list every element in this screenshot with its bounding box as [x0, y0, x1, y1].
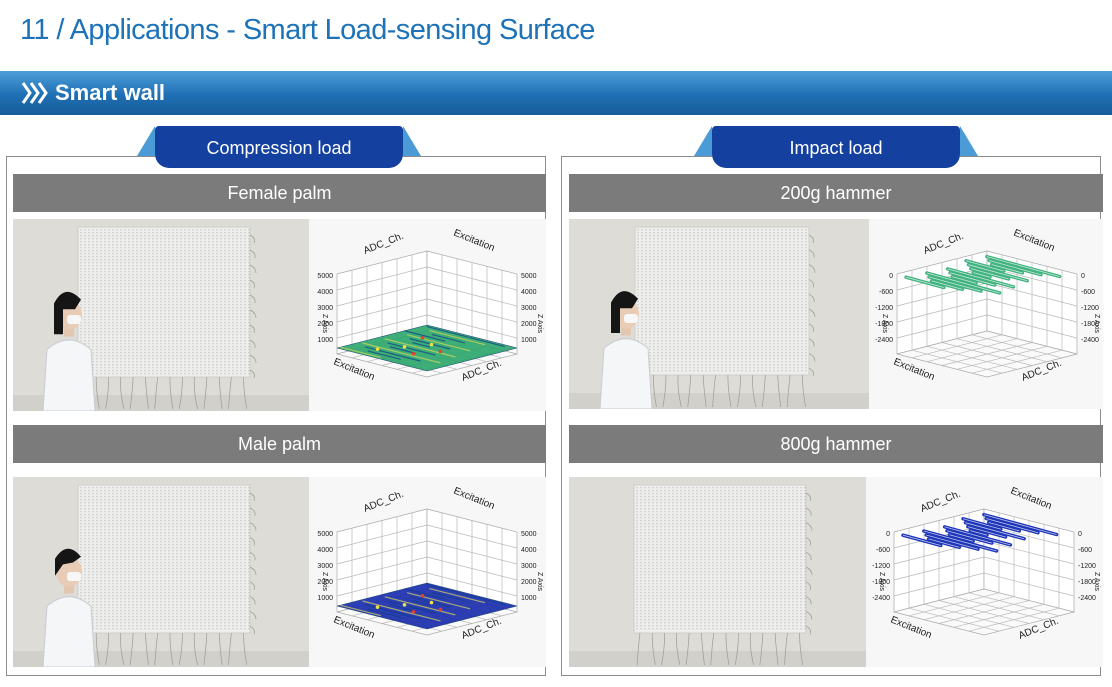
- z-tick-label: 0: [886, 531, 890, 538]
- z-tick-label: 0: [1078, 531, 1082, 538]
- z-tick-label: -1200: [875, 305, 893, 312]
- z-tick-label: 2000: [317, 321, 333, 328]
- z-axis-label: Z Axis: [536, 572, 543, 592]
- photo-800g-hammer: [569, 477, 866, 667]
- z-tick-label: 1000: [521, 595, 537, 602]
- z-tick-label: 2000: [521, 321, 537, 328]
- z-tick-label: 5000: [317, 531, 333, 538]
- surface-plot: [336, 582, 518, 630]
- section-label: Smart wall: [55, 80, 166, 105]
- z-tick-label: 2000: [317, 579, 333, 586]
- wall-scene: [569, 219, 869, 409]
- axis-title-excitation: Excitation: [1012, 228, 1056, 254]
- z-tick-label: 3000: [317, 305, 333, 312]
- photo-200g-hammer: [569, 219, 869, 409]
- z-tick-label: 4000: [521, 547, 537, 554]
- section-bar: Smart wall: [0, 71, 1112, 115]
- row-header-female-palm: Female palm: [13, 174, 546, 212]
- z-tick-label: 0: [1081, 273, 1085, 280]
- person-figure: [42, 291, 96, 411]
- z-tick-label: -1800: [872, 579, 890, 586]
- z-tick-label: -600: [879, 289, 893, 296]
- surface-plot: [904, 254, 1062, 295]
- z-tick-label: -600: [1081, 289, 1095, 296]
- tab-impact-load: Impact load: [694, 126, 978, 168]
- z-tick-label: 1000: [317, 595, 333, 602]
- z-tick-label: 4000: [521, 289, 537, 296]
- z-tick-label: 5000: [521, 273, 537, 280]
- z-tick-label: -1800: [1078, 579, 1096, 586]
- z-tick-label: -600: [1078, 547, 1092, 554]
- z-tick-label: -600: [876, 547, 890, 554]
- chart-female-palm: 5000 5000 4000 4000 3000 3000 2000 2000 1000 1000…: [309, 219, 546, 411]
- tab-label: Impact load: [789, 138, 883, 158]
- axis-title-adc: ADC_Ch.: [362, 489, 405, 515]
- chart-grid: [336, 508, 518, 636]
- z-tick-label: -2400: [1081, 337, 1099, 344]
- row-header-800g-hammer: 800g hammer: [569, 425, 1103, 463]
- wall-scene: [569, 477, 866, 667]
- axis-title-adc: ADC_Ch.: [922, 231, 965, 257]
- z-tick-label: 1000: [521, 337, 537, 344]
- row-header-200g-hammer: 200g hammer: [569, 174, 1103, 212]
- axis-title-excitation: Excitation: [452, 486, 496, 512]
- z-tick-label: -1200: [1078, 563, 1096, 570]
- z-tick-label: -1800: [1081, 321, 1099, 328]
- person-figure: [599, 291, 653, 409]
- z-axis-label: Z Axis: [881, 314, 888, 334]
- z-tick-label: 5000: [317, 273, 333, 280]
- axis-title-excitation: Excitation: [452, 228, 496, 254]
- z-tick-label: -2400: [1078, 595, 1096, 602]
- z-tick-label: -2400: [872, 595, 890, 602]
- z-tick-label: 3000: [521, 305, 537, 312]
- axis-title-adc: ADC_Ch.: [919, 489, 962, 515]
- z-tick-label: 0: [889, 273, 893, 280]
- z-tick-label: 1000: [317, 337, 333, 344]
- tab-label: Compression load: [206, 138, 352, 158]
- axis-title-adc: ADC_Ch.: [362, 231, 405, 257]
- z-tick-label: 3000: [521, 563, 537, 570]
- z-axis-label: Z Axis: [878, 572, 885, 592]
- z-axis-label: Z Axis: [1093, 572, 1100, 592]
- z-axis-label: Z Axis: [1093, 314, 1100, 334]
- z-tick-label: 4000: [317, 547, 333, 554]
- axis-title-excitation: Excitation: [1009, 486, 1053, 512]
- photo-male-palm: [13, 477, 309, 667]
- row-header-male-palm: Male palm: [13, 425, 546, 463]
- z-axis-label: Z Axis: [321, 314, 328, 334]
- z-tick-label: -2400: [875, 337, 893, 344]
- z-tick-label: 5000: [521, 531, 537, 538]
- chevron-right-icon: [21, 82, 48, 104]
- z-tick-label: -1200: [1081, 305, 1099, 312]
- z-tick-label: -1200: [872, 563, 890, 570]
- surface-plot: [901, 512, 1059, 553]
- chart-male-palm: 5000 5000 4000 4000 3000 3000 2000 2000 1000 1000…: [309, 477, 546, 667]
- photo-female-palm: [13, 219, 309, 411]
- z-tick-label: 2000: [521, 579, 537, 586]
- wall-scene: [13, 219, 309, 411]
- z-tick-label: -1800: [875, 321, 893, 328]
- z-tick-label: 3000: [317, 563, 333, 570]
- tab-compression-load: Compression load: [137, 126, 421, 168]
- z-tick-label: 4000: [317, 289, 333, 296]
- z-axis-label: Z Axis: [321, 572, 328, 592]
- page-title: 11 / Applications - Smart Load-sensing S…: [20, 14, 595, 46]
- chart-200g-hammer: 0 0 -600 -600 -1200 -1200 -1800 -1800 -2400 -2400…: [869, 219, 1103, 409]
- chart-800g-hammer: 0 0 -600 -600 -1200 -1200 -1800 -1800 -2400 -2400…: [866, 477, 1103, 667]
- wall-scene: [13, 477, 309, 667]
- person-figure: [42, 548, 96, 667]
- z-axis-label: Z Axis: [536, 314, 543, 334]
- surface-plot: [336, 324, 518, 372]
